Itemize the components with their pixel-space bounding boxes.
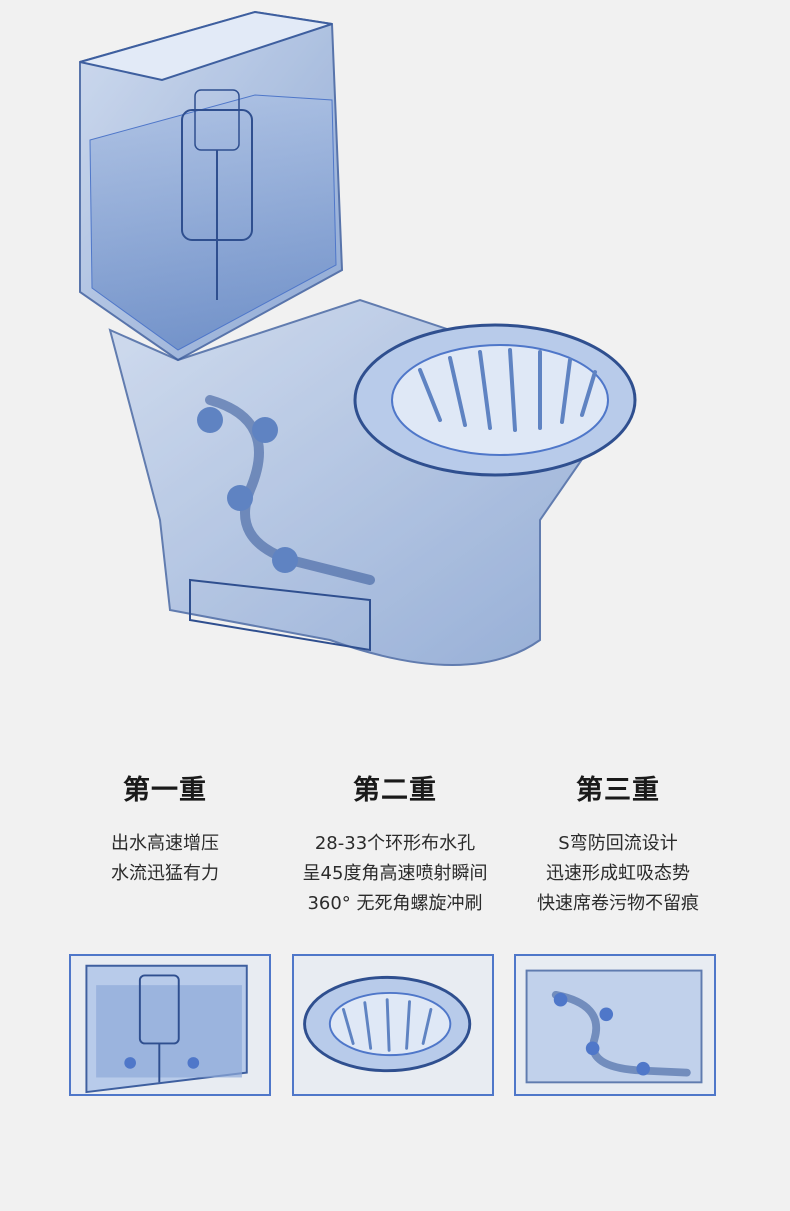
feature-3-line-2: 迅速形成虹吸态势 <box>546 863 690 884</box>
feature-1-line-1: 出水高速增压 <box>111 833 219 854</box>
thumbnail-bowl-rim-detail <box>292 954 494 1096</box>
feature-column-1: 第一重 出水高速增压 水流迅猛有力 <box>50 768 280 889</box>
feature-1-line-2: 水流迅猛有力 <box>111 863 219 884</box>
thumbnail-tank-detail <box>69 954 271 1096</box>
feature-column-3: 第三重 S弯防回流设计 迅速形成虹吸态势 快速席卷污物不留痕 <box>503 768 733 919</box>
feature-2-line-2: 呈45度角高速喷射瞬间 <box>302 863 488 884</box>
feature-2-title: 第二重 <box>353 775 437 806</box>
feature-3-line-3: 快速席卷污物不留痕 <box>537 893 699 914</box>
feature-2-line-3: 360° 无死角螺旋冲刷 <box>307 893 483 914</box>
feature-1-title: 第一重 <box>123 775 207 806</box>
feature-3-line-1: S弯防回流设计 <box>558 833 678 854</box>
feature-column-2: 第二重 28-33个环形布水孔 呈45度角高速喷射瞬间 360° 无死角螺旋冲刷 <box>280 768 510 919</box>
feature-2-line-1: 28-33个环形布水孔 <box>314 833 476 854</box>
feature-3-title: 第三重 <box>576 775 660 806</box>
toilet-cutaway-illustration <box>70 0 660 700</box>
thumbnail-s-trap-detail <box>514 954 716 1096</box>
